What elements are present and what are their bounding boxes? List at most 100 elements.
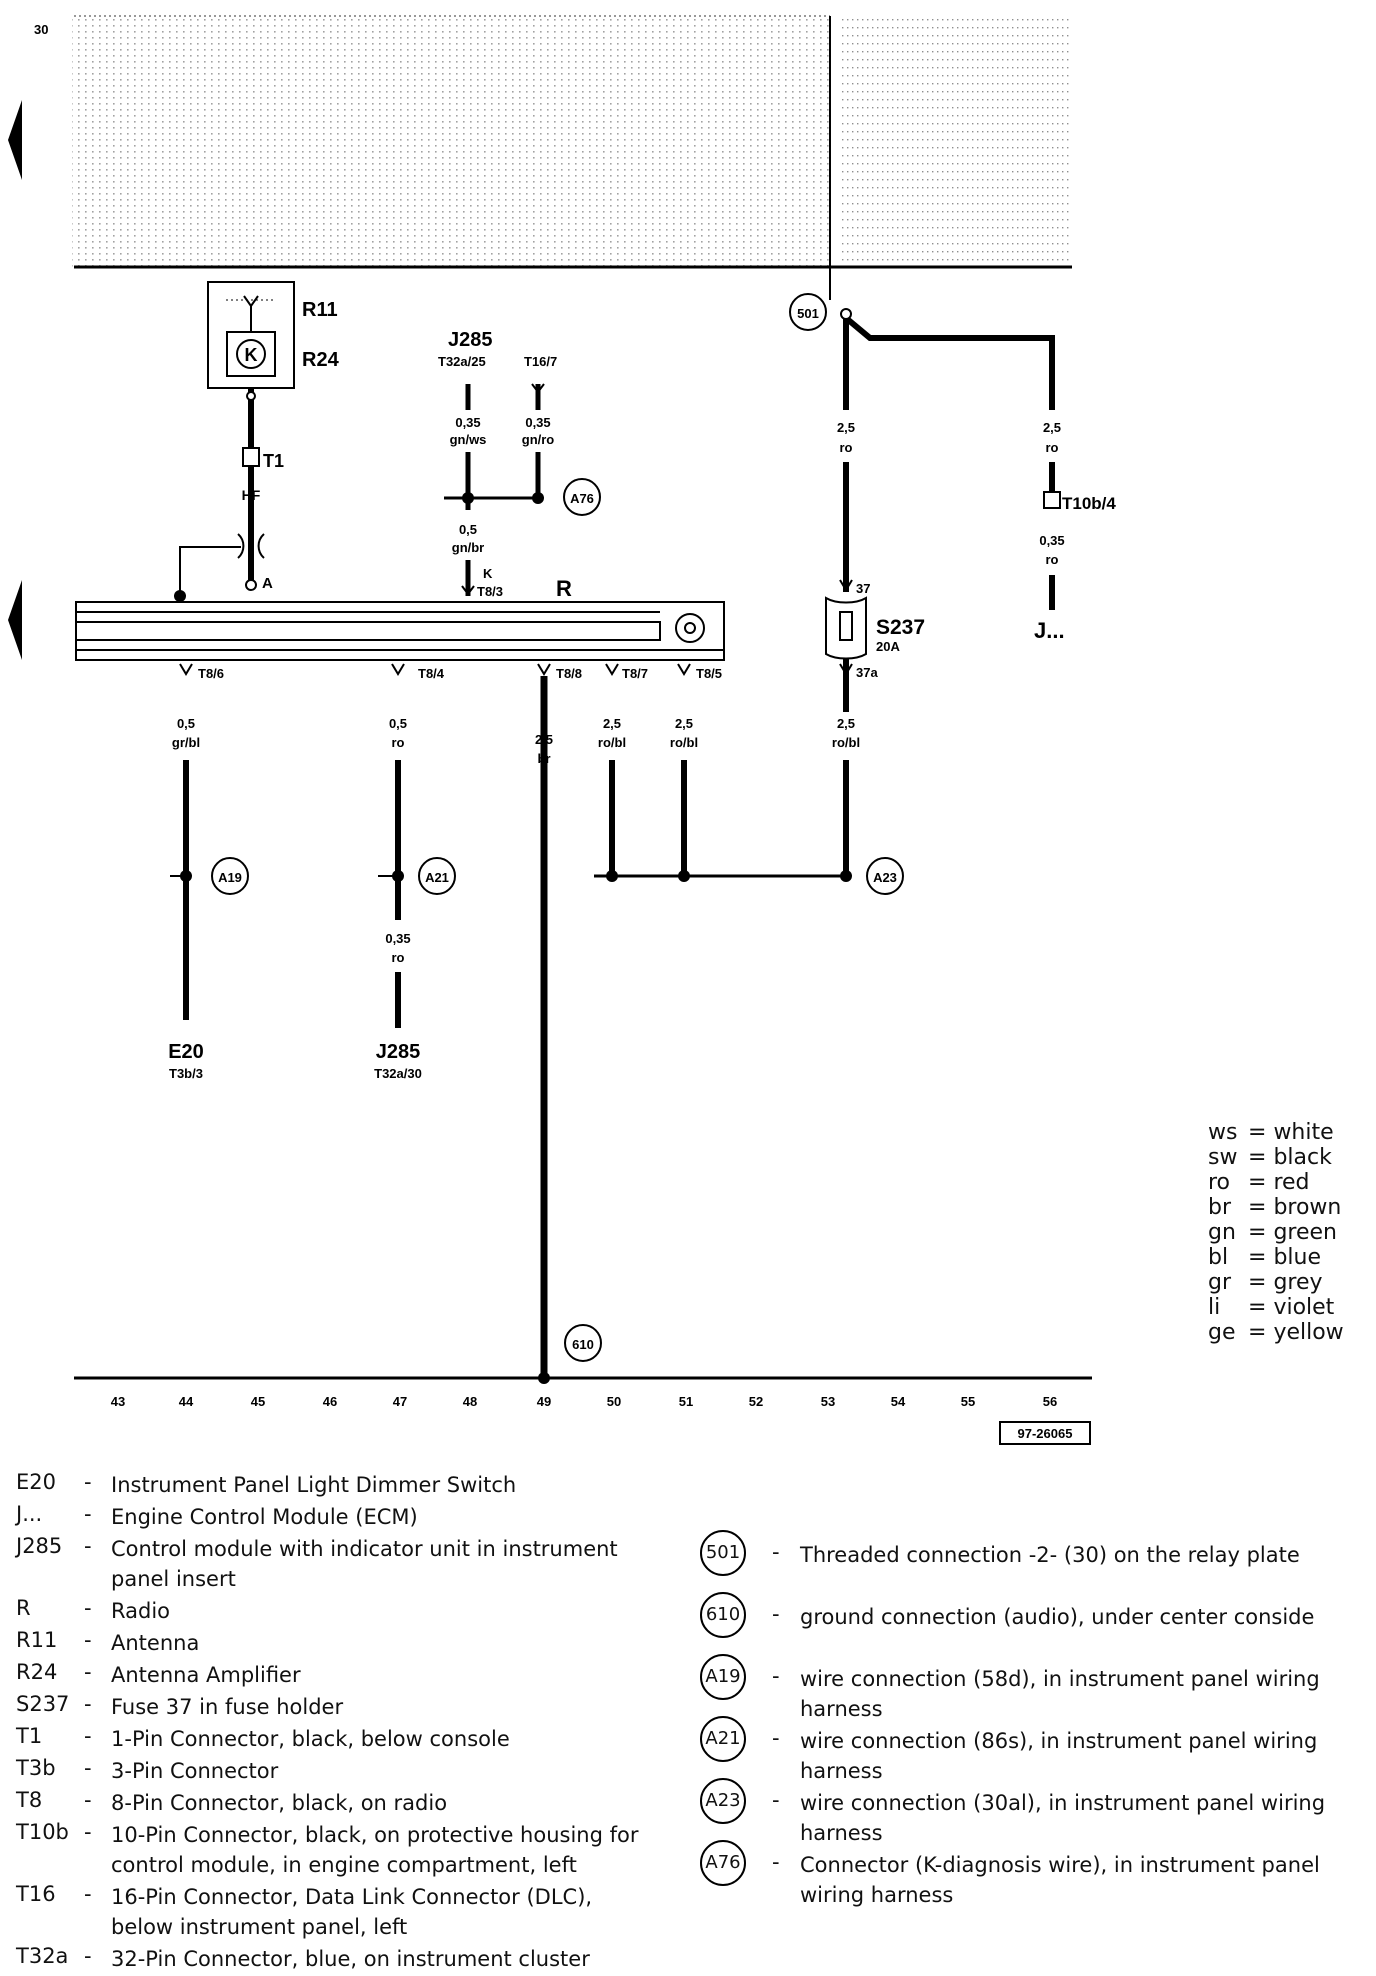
w7-color: gr/bl (172, 735, 200, 750)
label-r24: R24 (302, 349, 340, 371)
color-key-row: ro= red (1208, 1170, 1310, 1195)
component-legend: E20-Instrument Panel Light Dimmer Switch… (16, 1470, 639, 1971)
svg-text:55: 55 (961, 1394, 975, 1409)
label-r11: R11 (302, 299, 338, 321)
svg-text:501: 501 (797, 306, 819, 321)
color-key-row: ge= yellow (1208, 1320, 1344, 1345)
svg-text:47: 47 (393, 1394, 407, 1409)
svg-text:44: 44 (179, 1394, 194, 1409)
label-j285-bottom-pin: T32a/30 (374, 1066, 422, 1081)
label-k-pin: K (483, 566, 493, 581)
connection-a76 (563, 478, 601, 516)
color-key-row: bl= blue (1208, 1245, 1321, 1270)
w5-size: 2,5 (1043, 420, 1061, 435)
color-key-row: gn= green (1208, 1220, 1337, 1245)
label-pin-37: 37 (856, 581, 870, 596)
color-key-row: ws= white (1208, 1120, 1334, 1145)
svg-text:51: 51 (679, 1394, 693, 1409)
w6-color: ro (392, 950, 405, 965)
svg-text:A76: A76 (570, 491, 594, 506)
connection-610 (564, 1324, 602, 1362)
svg-text:45: 45 (251, 1394, 265, 1409)
w13-color: ro (1046, 552, 1059, 567)
svg-text:48: 48 (463, 1394, 477, 1409)
svg-text:A19: A19 (218, 870, 242, 885)
connection-legend: 501-Threaded connection -2- (30) on the … (700, 1530, 1360, 1910)
label-hf: HF (242, 487, 261, 503)
label-t8-5: T8/5 (696, 666, 722, 681)
w13-size: 0,35 (1039, 533, 1064, 548)
w3-size: 0,5 (459, 522, 477, 537)
label-t32a25: T32a/25 (438, 354, 486, 369)
color-key: ws= white sw= black ro= red br= brown gn… (1208, 1120, 1344, 1345)
w12-color: ro/bl (832, 735, 860, 750)
label-j-ecm: J... (1034, 618, 1065, 643)
connection-a19 (211, 857, 249, 895)
svg-text:A23: A23 (873, 870, 897, 885)
label-t8-3: T8/3 (477, 584, 503, 599)
label-t16-7: T16/7 (524, 354, 557, 369)
svg-text:43: 43 (111, 1394, 125, 1409)
label-e20-pin: T3b/3 (169, 1066, 203, 1081)
color-key-row: gr= grey (1208, 1270, 1323, 1295)
svg-text:50: 50 (607, 1394, 621, 1409)
w2-color: gn/ro (522, 432, 555, 447)
w3-color: gn/br (452, 540, 485, 555)
label-t8-6: T8/6 (198, 666, 224, 681)
label-t8-7: T8/7 (622, 666, 648, 681)
page-number: 30 (34, 22, 48, 37)
label-j285-top: J285 (448, 329, 493, 351)
label-a-pin: A (262, 575, 273, 592)
drawing-number: 97-26065 (1018, 1426, 1073, 1441)
track-numbers: 43 44 45 46 47 48 49 50 51 52 53 54 55 5… (111, 1394, 1057, 1409)
w1-color: gn/ws (450, 432, 487, 447)
w10-color: ro/bl (598, 735, 626, 750)
w4-color: ro (840, 440, 853, 455)
label-t8-4: T8/4 (418, 666, 445, 681)
page-left-arrow-top (8, 100, 22, 180)
w11-color: ro/bl (670, 735, 698, 750)
svg-text:610: 610 (572, 1337, 594, 1352)
t8-pin-arrows (179, 663, 691, 676)
label-t10b: T10b/4 (1062, 494, 1116, 513)
w1-size: 0,35 (455, 415, 480, 430)
drawing-number-box (999, 1421, 1091, 1445)
label-j285-bottom: J285 (376, 1041, 421, 1063)
fuse-s237 (825, 596, 867, 660)
w7-size: 0,5 (177, 716, 195, 731)
radio-unit (75, 601, 725, 661)
svg-text:A21: A21 (425, 870, 449, 885)
label-s237: S237 (876, 616, 925, 639)
t1-connector (242, 447, 260, 467)
relay-plate-area (72, 14, 1072, 300)
connection-501 (789, 293, 827, 331)
w2-size: 0,35 (525, 415, 550, 430)
color-key-row: br= brown (1208, 1195, 1342, 1220)
connection-a23 (866, 857, 904, 895)
w4-size: 2,5 (837, 420, 855, 435)
svg-text:K: K (245, 345, 258, 365)
color-key-row: sw= black (1208, 1145, 1332, 1170)
label-pin-37a: 37a (856, 665, 878, 680)
antenna-icon (243, 295, 259, 322)
w11-size: 2,5 (675, 716, 693, 731)
w6-size: 0,35 (385, 931, 410, 946)
label-t1: T1 (263, 451, 284, 471)
w8-size: 0,5 (389, 716, 407, 731)
w12-size: 2,5 (837, 716, 855, 731)
svg-text:46: 46 (323, 1394, 337, 1409)
color-key-row: li= violet (1208, 1295, 1335, 1320)
label-s237-rating: 20A (876, 639, 900, 654)
svg-text:54: 54 (891, 1394, 906, 1409)
t10b-connector (1043, 491, 1061, 509)
svg-text:49: 49 (537, 1394, 551, 1409)
label-radio: R (556, 576, 572, 601)
svg-text:56: 56 (1043, 1394, 1057, 1409)
antenna-amplifier: K (207, 281, 295, 389)
label-e20: E20 (168, 1041, 204, 1063)
w10-size: 2,5 (603, 716, 621, 731)
page-left-arrow-bottom (8, 580, 22, 660)
label-t8-8: T8/8 (556, 666, 582, 681)
connection-a21 (418, 857, 456, 895)
